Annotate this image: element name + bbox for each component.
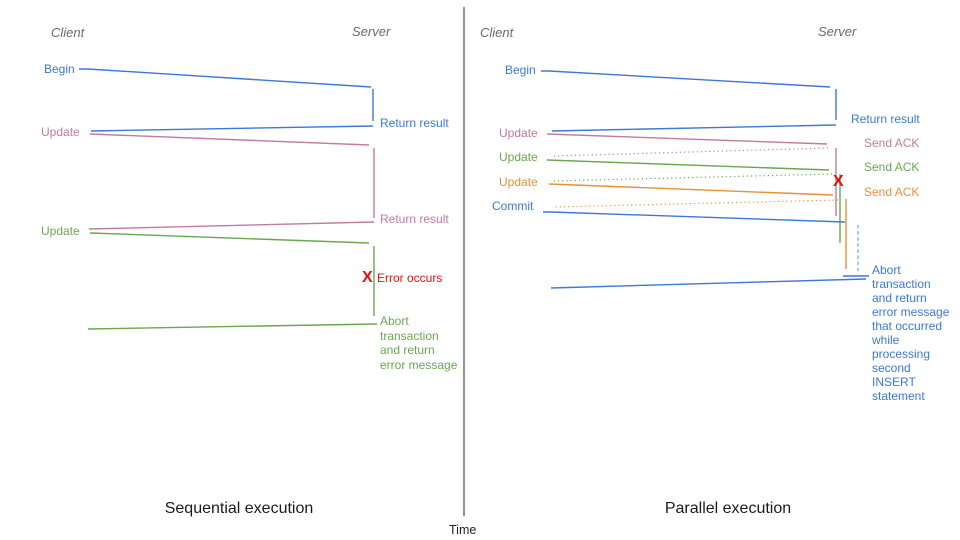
left-error-occurs-label: Error occurs	[377, 271, 443, 285]
left-client-header: Client	[51, 25, 85, 40]
left-update1-response-arrow	[88, 221, 375, 230]
left-abort-note: Abort transaction and return error messa…	[380, 314, 458, 372]
left-return-result-2-label: Return result	[380, 212, 449, 226]
right-abort-response-arrow	[550, 278, 867, 289]
left-update2-request-arrow	[89, 232, 370, 244]
error-x-icon: X	[362, 269, 373, 286]
left-begin-request-arrow	[79, 68, 372, 88]
right-begin-label: Begin	[505, 63, 536, 77]
left-abort-response-arrow	[87, 323, 378, 330]
right-update-3-label: Update	[499, 175, 538, 189]
left-begin-label: Begin	[44, 62, 75, 76]
left-server-header: Server	[352, 24, 391, 39]
left-return-result-1-label: Return result	[380, 116, 449, 130]
left-panel-title: Sequential execution	[164, 500, 314, 517]
right-send-ack-3-label: Send ACK	[864, 185, 920, 199]
right-begin-request-arrow	[541, 70, 831, 88]
right-ack1-arrow	[552, 147, 829, 157]
right-ack3-arrow	[554, 199, 839, 208]
right-send-ack-1-label: Send ACK	[864, 136, 920, 150]
left-update-2-label: Update	[41, 224, 80, 238]
right-commit-request-arrow	[543, 211, 846, 223]
right-update-1-label: Update	[499, 126, 538, 140]
right-update1-request-arrow	[546, 133, 828, 145]
time-axis-label: Time	[449, 523, 477, 537]
left-update1-request-arrow	[89, 133, 370, 146]
right-update2-request-arrow	[546, 159, 830, 171]
right-send-ack-2-label: Send ACK	[864, 160, 920, 174]
error-x-icon: X	[833, 173, 844, 190]
right-commit-label: Commit	[492, 199, 534, 213]
right-panel-title: Parallel execution	[664, 500, 792, 517]
right-return-result-label: Return result	[851, 112, 920, 126]
right-update3-request-arrow	[548, 183, 834, 196]
left-update-1-label: Update	[41, 125, 80, 139]
right-begin-response-arrow	[551, 124, 837, 132]
left-begin-response-arrow	[90, 125, 374, 132]
right-abort-note: Abort transaction and return error messa…	[872, 263, 950, 403]
right-ack2-arrow	[552, 173, 833, 182]
right-server-header: Server	[818, 24, 857, 39]
right-client-header: Client	[480, 25, 514, 40]
right-update-2-label: Update	[499, 150, 538, 164]
